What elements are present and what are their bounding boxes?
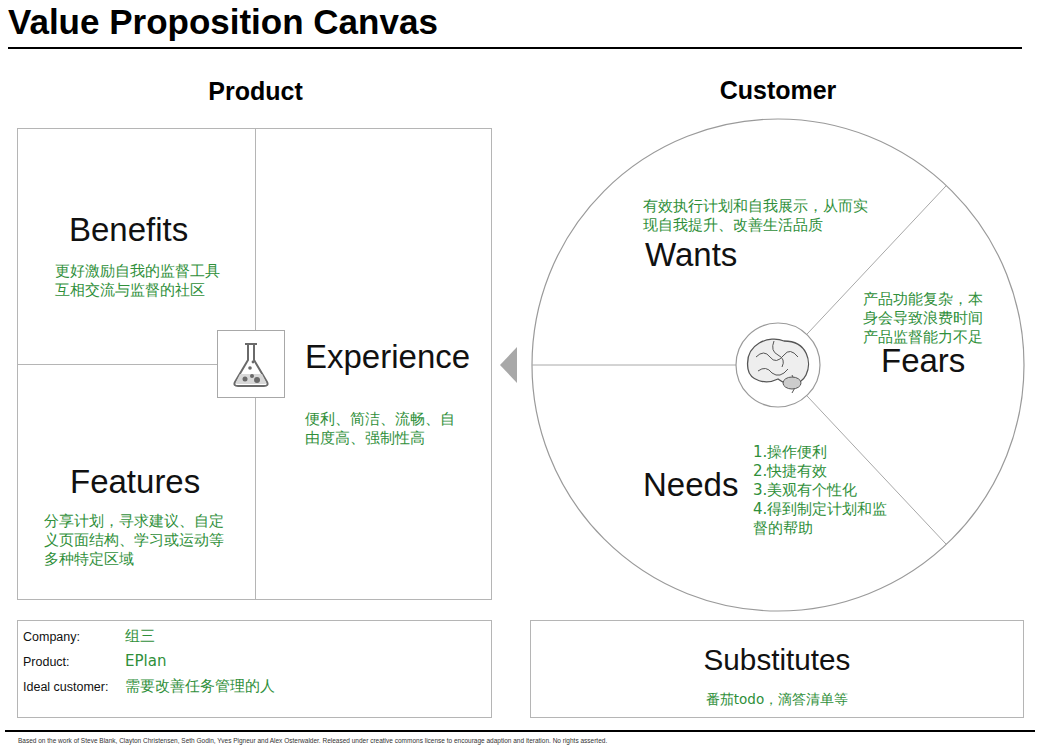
benefits-region: Benefits 更好激励自我的监督工具 互相交流与监督的社区 xyxy=(18,129,256,365)
text-slot: Company: xyxy=(23,630,80,645)
region-body: 分享计划，寻求建议、自定义页面结构、学习或运动等多种特定区域 xyxy=(44,512,229,569)
sector-body: 产品功能复杂，本身会导致浪费时间 产品监督能力不足 xyxy=(863,290,995,347)
text-slot: Experience xyxy=(305,338,470,376)
title-rule xyxy=(8,47,1022,49)
box-heading: Substitutes xyxy=(531,643,1023,677)
text-line: 2.快捷有效 xyxy=(753,462,893,481)
customer-circle: CustomerWants有效执行计划和自我展示，从而实现自我提升、改善生活品质… xyxy=(531,118,1025,612)
box-body: 番茄todo，滴答清单等 xyxy=(531,690,1023,709)
flask-icon xyxy=(217,330,285,398)
text-slot: 有效执行计划和自我展示，从而实现自我提升、改善生活品质 xyxy=(643,197,871,235)
text-slot: Needs xyxy=(643,466,738,504)
text-slot: Ideal customer: xyxy=(23,680,108,695)
text-line: 产品功能复杂，本身会导致浪费时间 xyxy=(863,290,995,328)
sector-heading: Fears xyxy=(881,342,965,380)
text-slot: Fears xyxy=(881,342,965,380)
fears-sector: Fears产品功能复杂，本身会导致浪费时间 产品监督能力不足 xyxy=(851,278,1021,398)
region-body: 更好激励自我的监督工具 互相交流与监督的社区 xyxy=(55,262,245,300)
footer-rule xyxy=(5,730,1035,732)
text-slot: Benefits xyxy=(69,211,188,249)
text-line: 4.得到制定计划和监督的帮助 xyxy=(753,500,893,538)
text-line: 更好激励自我的监督工具 xyxy=(55,262,245,281)
text-line: 分享计划，寻求建议、自定义页面结构、学习或运动等多种特定区域 xyxy=(44,512,229,569)
text-slot: EPlan xyxy=(125,652,475,671)
text-line: 有效执行计划和自我展示，从而实现自我提升、改善生活品质 xyxy=(643,197,871,235)
needs-sector: Needs 1.操作便利 2.快捷有效 3.美观有个性化 4.得到制定计划和监督的… xyxy=(631,438,901,553)
text-slot: Wants xyxy=(645,236,737,274)
circle-border xyxy=(532,119,1024,611)
sector-heading: Wants xyxy=(645,236,737,274)
experience-region: Experience 便利、简洁、流畅、自由度高、强制性高 xyxy=(256,129,491,599)
field-name: Product: xyxy=(23,655,70,670)
text-slot: 番茄todo，滴答清单等 xyxy=(531,690,1023,709)
text-slot: 分享计划，寻求建议、自定义页面结构、学习或运动等多种特定区域 xyxy=(44,512,229,569)
region-body: 便利、简洁、流畅、自由度高、强制性高 xyxy=(305,410,465,448)
fit-arrow xyxy=(500,347,517,383)
text-slot: Substitutes xyxy=(531,643,1023,677)
text-slot: Product: xyxy=(23,655,70,670)
text-slot: 组三 xyxy=(125,627,475,646)
text-slot: 产品功能复杂，本身会导致浪费时间 产品监督能力不足 xyxy=(863,290,995,347)
text-slot: 1.操作便利 2.快捷有效 3.美观有个性化 4.得到制定计划和监督的帮助 xyxy=(753,443,893,538)
sector-body: 1.操作便利 2.快捷有效 3.美观有个性化 4.得到制定计划和监督的帮助 xyxy=(753,443,893,538)
region-heading: Features xyxy=(70,463,200,501)
footer-note: Based on the work of Steve Blank, Clayto… xyxy=(18,737,607,745)
text-slot: 便利、简洁、流畅、自由度高、强制性高 xyxy=(305,410,465,448)
page-title: Value Proposition Canvas xyxy=(8,3,438,42)
features-region: Features 分享计划，寻求建议、自定义页面结构、学习或运动等多种特定区域 xyxy=(18,365,256,599)
text-slot: Based on the work of Steve Blank, Clayto… xyxy=(18,737,607,745)
text-slot: Value Proposition Canvas xyxy=(8,3,438,42)
text-line: 产品监督能力不足 xyxy=(863,328,995,347)
text-slot: Product xyxy=(18,76,493,106)
text-line: 3.美观有个性化 xyxy=(753,481,893,500)
brain-frame xyxy=(736,323,820,407)
text-slot: 更好激励自我的监督工具 互相交流与监督的社区 xyxy=(55,262,245,300)
company-box: Company: 组三 Product: EPlanIdeal customer: 需要… xyxy=(17,620,492,718)
text-slot: Customer xyxy=(531,75,1025,105)
text-line: 1.操作便利 xyxy=(753,443,893,462)
substitutes-box: Substitutes 番茄todo，滴答清单等 xyxy=(530,620,1024,718)
field-name: Company: xyxy=(23,630,80,645)
sector-heading: Needs xyxy=(643,466,738,504)
region-heading: Experience xyxy=(305,338,470,376)
field-value: EPlan xyxy=(125,652,475,671)
text-line: 便利、简洁、流畅、自由度高、强制性高 xyxy=(305,410,465,448)
text-slot: Features xyxy=(70,463,200,501)
brain-cerebellum xyxy=(783,377,801,389)
sector-body: 有效执行计划和自我展示，从而实现自我提升、改善生活品质 xyxy=(643,197,871,235)
section-heading: Product xyxy=(18,76,493,106)
field-value: 组三 xyxy=(125,627,475,646)
field-name: Ideal customer: xyxy=(23,680,108,695)
text-line: 互相交流与监督的社区 xyxy=(55,281,245,300)
section-heading: Customer xyxy=(531,75,1025,105)
brain-icon xyxy=(748,339,809,384)
field-value: 需要改善任务管理的人 xyxy=(125,677,475,696)
region-heading: Benefits xyxy=(69,211,188,249)
text-slot: 需要改善任务管理的人 xyxy=(125,677,475,696)
